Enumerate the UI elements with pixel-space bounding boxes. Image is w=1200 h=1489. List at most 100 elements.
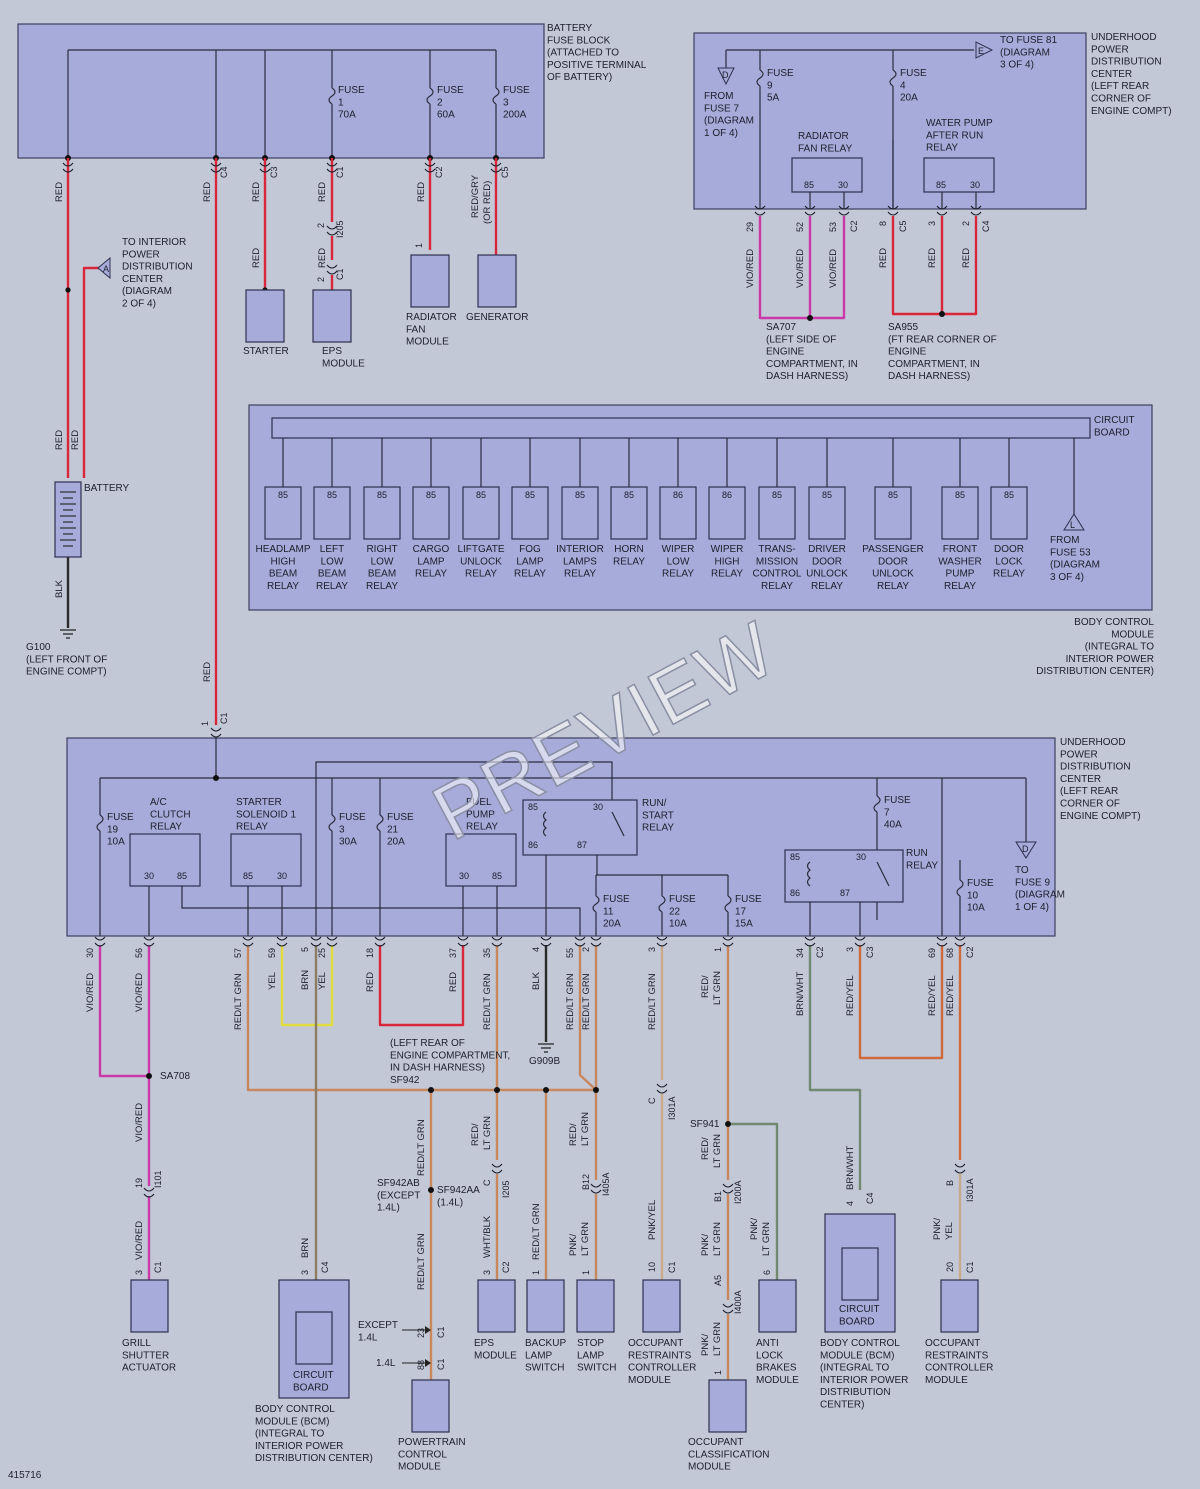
pb-10: 10 xyxy=(647,1262,657,1272)
connector-mark xyxy=(954,936,966,947)
wire-redgry: RED/GRY xyxy=(470,174,481,218)
wb-ltgrn-a: LT GRN xyxy=(712,971,723,1005)
bcm-relay-box xyxy=(363,486,401,540)
wp-pin-30: 30 xyxy=(970,180,980,190)
pb-i400a: I400A xyxy=(733,1290,743,1314)
pb-19: 19 xyxy=(134,1178,144,1188)
connector-mark xyxy=(854,936,866,947)
rs-pin-30: 30 xyxy=(593,802,603,812)
bcm-relay-box xyxy=(511,486,549,540)
ac-pin-30: 30 xyxy=(144,871,154,881)
pb-18: 18 xyxy=(365,948,375,958)
pb-b12: B12 xyxy=(581,1174,591,1190)
rs-pin-86: 86 xyxy=(528,840,538,850)
bcm-relay-pin: 85 xyxy=(575,490,585,500)
pin-2-a: 2 xyxy=(316,223,326,228)
pb-c1c: C1 xyxy=(436,1358,446,1370)
bcm-relay-pin: 85 xyxy=(772,490,782,500)
pb-i205: I205 xyxy=(501,1180,511,1198)
wb-redltgrn-1: RED/LT GRN xyxy=(233,973,244,1030)
wire-red-8: RED xyxy=(54,430,65,450)
bcm-relay-pin: 86 xyxy=(722,490,732,500)
bcm-relay-pin: 85 xyxy=(476,490,486,500)
pb-3c: 3 xyxy=(134,1270,144,1275)
pb-i200a: I200A xyxy=(733,1180,743,1204)
connector-mark xyxy=(326,264,338,275)
connector-mark xyxy=(887,205,899,216)
pin-2-b: 2 xyxy=(316,277,326,282)
connector-mark xyxy=(491,1163,503,1174)
pb-2: 2 xyxy=(581,947,591,952)
sf942aa-label: SF942AA(1.4L) xyxy=(437,1185,480,1208)
wire-viored-3: VIO/RED xyxy=(828,249,839,288)
connector-mark xyxy=(754,205,766,216)
connector-mark xyxy=(804,205,816,216)
wb-redyel-2: RED/YEL xyxy=(927,975,938,1016)
bcm-relay-box xyxy=(659,486,697,540)
wb-redyel-3: RED/YEL xyxy=(945,975,956,1016)
wire-red-3: RED xyxy=(251,182,262,202)
bcm-relay-pin: 85 xyxy=(426,490,436,500)
wb-red-d: RED/ xyxy=(700,1137,711,1160)
bcm-relay-box xyxy=(610,486,648,540)
connector-mark xyxy=(326,225,338,236)
bcm-relay-box xyxy=(708,486,746,540)
connector-mark xyxy=(143,1187,155,1198)
connector-mark xyxy=(590,936,602,947)
pin-c4-a: C4 xyxy=(219,166,229,178)
tag-e-top: E xyxy=(978,46,984,56)
bcm-relay-pin: 85 xyxy=(822,490,832,500)
ss-pin-85: 85 xyxy=(243,871,253,881)
starter-label: STARTER xyxy=(243,346,289,357)
wb-viored-4: VIO/RED xyxy=(134,1221,145,1260)
bcm-relay-pin: 85 xyxy=(955,490,965,500)
starter-box xyxy=(245,289,285,343)
sa708-label: SA708 xyxy=(160,1071,190,1082)
orc2-box xyxy=(940,1279,979,1333)
bcm-relay-box xyxy=(264,486,302,540)
bcm-relay-box xyxy=(561,486,599,540)
wb-pnkyel: PNK/YEL xyxy=(647,1200,658,1240)
pb-35: 35 xyxy=(482,948,492,958)
wb-brn-2: BRN xyxy=(300,1238,311,1258)
connector-mark xyxy=(936,936,948,947)
pb-c4b: C4 xyxy=(865,1192,875,1204)
wire-red-7: RED xyxy=(251,248,262,268)
wb-ltgrn-h: LT GRN xyxy=(761,1222,772,1256)
bcm-relay-box xyxy=(313,486,351,540)
wb-yel-1: YEL xyxy=(267,972,278,990)
pin-52: 52 xyxy=(795,222,805,232)
pb-55: 55 xyxy=(565,948,575,958)
pcm-box xyxy=(411,1379,450,1433)
bcm-relay-box xyxy=(758,486,796,540)
wb-blk-1: BLK xyxy=(531,971,542,990)
connector-mark xyxy=(276,936,288,947)
bcm-relay-pin: 85 xyxy=(888,490,898,500)
abs-box xyxy=(758,1279,797,1333)
rs-pin-85: 85 xyxy=(528,802,538,812)
wire-red-2: RED xyxy=(202,182,213,202)
wb-redltgrn-4: RED/LT GRN xyxy=(581,973,592,1030)
